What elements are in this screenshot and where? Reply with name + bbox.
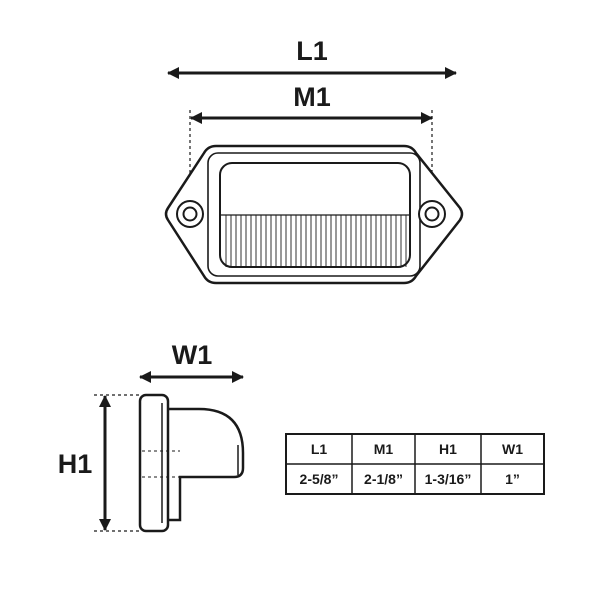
table-value-cell: 1-3/16” [425,471,472,487]
screw-hole-left [176,200,204,228]
table-header-cell: W1 [502,441,523,457]
w1-label: W1 [172,340,213,370]
table-value-cell: 2-1/8” [364,471,403,487]
l1-dimension: L1 [167,36,457,79]
h1-label: H1 [58,449,93,479]
side-flange [138,393,170,533]
front-view [164,144,464,285]
m1-label: M1 [293,82,331,112]
screw-hole-right [418,200,446,228]
w1-dimension: W1 [139,340,244,383]
table-value-cell: 1” [505,471,520,487]
table-value-cell: 2-5/8” [300,471,339,487]
m1-dimension: M1 [189,82,433,230]
table-header-cell: L1 [311,441,328,457]
table-header-cell: H1 [439,441,457,457]
l1-label: L1 [296,36,328,66]
side-dome [168,407,245,522]
spec-table: L1 M1 H1 W1 2-5/8” 2-1/8” 1-3/16” 1” [285,433,545,495]
h1-dimension: H1 [58,394,140,532]
side-view [138,393,245,533]
table-header-cell: M1 [374,441,394,457]
lens-ribs [225,215,407,267]
